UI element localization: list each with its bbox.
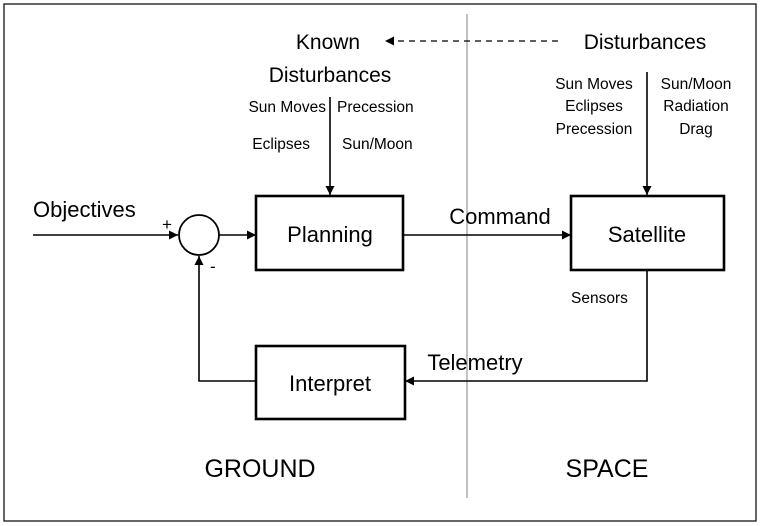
known-disturbance-item: Sun Moves: [248, 99, 326, 116]
disturbance-item: Drag: [679, 121, 713, 138]
minus-sign: -: [210, 257, 216, 276]
interpret-block: [254, 344, 407, 421]
known-disturbances-title-line1: Known: [296, 31, 360, 54]
satellite-label: Satellite: [608, 222, 686, 247]
disturbance-item: Sun/Moon: [661, 76, 732, 93]
known-disturbance-item: Precession: [337, 99, 414, 116]
planning-label: Planning: [287, 222, 373, 247]
disturbance-item: Eclipses: [565, 98, 623, 115]
disturbances-title: Disturbances: [584, 31, 707, 54]
space-zone-label: SPACE: [566, 455, 649, 483]
known-disturbance-item: Sun/Moon: [342, 136, 413, 153]
disturbance-item: Precession: [556, 121, 633, 138]
satellite-block: [569, 194, 726, 272]
ground-zone-label: GROUND: [204, 455, 315, 483]
disturbance-item: Radiation: [663, 98, 729, 115]
plus-sign: +: [162, 215, 172, 234]
summing-junction: [178, 214, 220, 256]
feedback-arrow: [194, 256, 256, 382]
disturbance-item: Sun Moves: [555, 76, 633, 93]
telemetry-label: Telemetry: [427, 350, 522, 375]
command-label: Command: [449, 204, 550, 229]
diagram-border: [3, 3, 757, 522]
sensors-label: Sensors: [571, 290, 628, 307]
planning-block: [254, 194, 405, 272]
objectives-label: Objectives: [33, 197, 136, 222]
known-disturbances-title-line2: Disturbances: [269, 64, 392, 87]
interpret-label: Interpret: [289, 371, 371, 396]
known-disturbance-item: Eclipses: [252, 136, 310, 153]
telemetry-arrow: [405, 270, 648, 386]
